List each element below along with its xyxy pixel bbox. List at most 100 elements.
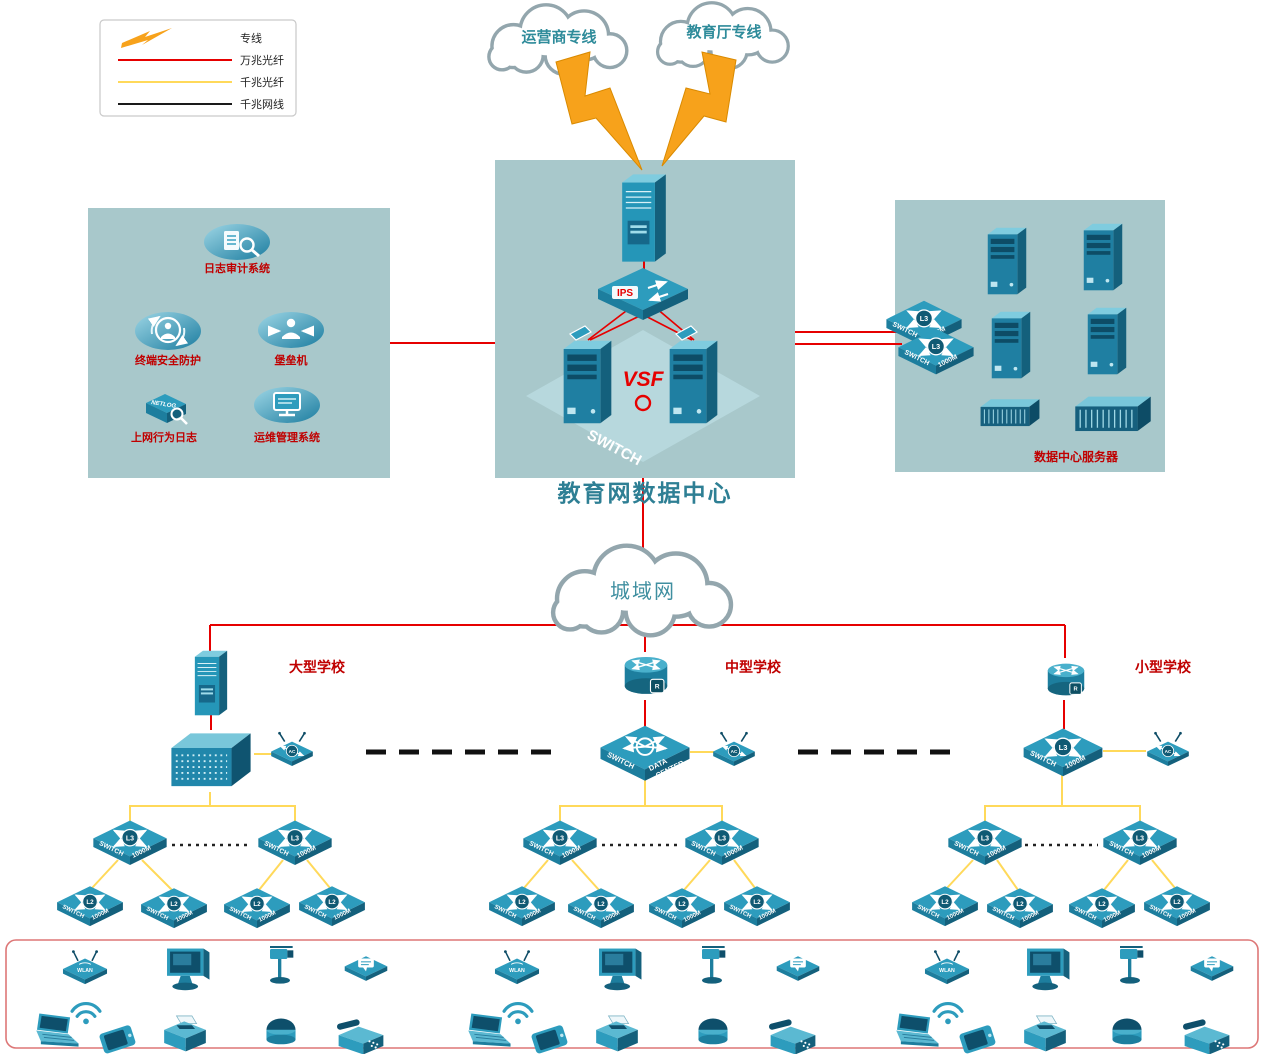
medium-school-router	[625, 657, 668, 694]
large-l2-switch-2	[141, 888, 207, 928]
legend: 专线 万兆光纤 千兆光纤 千兆网线	[99, 19, 297, 117]
wlan-ap-icon	[924, 949, 970, 985]
large-school-label: 大型学校	[289, 659, 346, 675]
s-l3a-l2-2	[996, 859, 1019, 891]
bastion-host-icon	[258, 312, 324, 348]
terminal-protection-label: 终端安全防护	[135, 353, 201, 367]
netlog-label: NETLOG	[151, 400, 177, 410]
log-audit-label: 日志审计系统	[204, 261, 270, 275]
datacenter-server-3	[991, 311, 1031, 379]
link-ips-server-left	[587, 307, 631, 341]
printer-icon	[1023, 1015, 1067, 1052]
small-l3-switch-1	[948, 820, 1021, 864]
small-l2-switch-4	[1144, 886, 1210, 926]
dome-camera-icon	[698, 1018, 728, 1045]
legend-label-1g-fiber: 千兆光纤	[240, 75, 284, 89]
large-l2-switch-3	[224, 888, 290, 928]
smartphone-icon	[958, 1024, 997, 1054]
copper-links	[172, 749, 1098, 847]
voice-device-icon	[1190, 955, 1234, 982]
isp-cloud-label: 运营商专线	[521, 28, 596, 46]
small-l3-switch-2	[1103, 820, 1176, 864]
smartphone-icon	[530, 1024, 569, 1054]
datacenter-firewall	[621, 173, 667, 263]
lightning-bolt-isp	[555, 51, 643, 171]
link-medium-core-l3a	[559, 780, 646, 822]
netlog-device-icon: NETLOG	[146, 394, 188, 425]
small-school-router	[1048, 664, 1084, 696]
datacenter-server-4	[1087, 307, 1127, 375]
server-tag-right	[675, 325, 698, 341]
link-small-core-l3a	[984, 768, 1063, 822]
s-l3b-l2-4	[1151, 859, 1176, 889]
legend-label-dedicated: 专线	[240, 31, 262, 45]
endpoint-devices-group-1	[35, 945, 388, 1054]
medium-school-label: 中型学校	[725, 659, 782, 675]
medium-school-core-switch	[600, 726, 689, 781]
small-school-label: 小型学校	[1135, 659, 1192, 675]
l3a-l2-1	[91, 859, 119, 889]
terminal-protection-icon	[135, 312, 201, 350]
large-l3-switch-2	[258, 820, 331, 864]
legend-box	[99, 19, 297, 117]
s-l3b-l2-3	[1103, 859, 1129, 891]
desktop-icon	[599, 948, 642, 991]
ips-device: IPS	[598, 268, 688, 320]
1g-fiber-links	[91, 750, 1176, 891]
legend-lightning-icon	[121, 28, 172, 48]
wifi-signal-icon	[932, 1001, 964, 1026]
endpoint-devices-group-3	[895, 945, 1234, 1054]
datacenter-server-2	[1083, 223, 1123, 291]
printer-icon	[163, 1015, 207, 1052]
link-medium-core-l3b	[645, 805, 723, 822]
lightning-bolt-edu	[661, 51, 737, 167]
s-l3a-l2-1	[946, 859, 974, 889]
desktop-icon	[167, 948, 210, 991]
vsf-link-ring	[634, 394, 652, 412]
server-rack-2	[1074, 395, 1152, 432]
smartphone-icon	[98, 1024, 137, 1054]
medium-l2-switch-1	[489, 886, 555, 926]
endpoint-devices-box	[5, 939, 1259, 1049]
voice-device-icon	[776, 955, 820, 982]
small-school-core-switch	[1024, 729, 1103, 777]
printer-icon	[595, 1015, 639, 1052]
ptz-camera-icon	[700, 945, 727, 985]
small-l2-switch-2	[987, 888, 1053, 928]
wifi-signal-icon	[502, 1001, 534, 1026]
ops-management-label: 运维管理系统	[254, 430, 320, 444]
core-server-left	[563, 340, 612, 424]
datacenter-title: 教育网数据中心	[558, 480, 733, 506]
vsf-label: VSF	[623, 368, 665, 391]
m-l3b-l2-3	[683, 859, 711, 891]
medium-l3-switch-2	[685, 820, 758, 864]
large-l2-switch-4	[299, 886, 365, 926]
large-school: 大型学校	[57, 650, 365, 928]
large-l3-switch-1	[93, 820, 166, 864]
medium-l2-switch-3	[649, 888, 715, 928]
large-school-core-switch	[170, 732, 252, 788]
l3b-l2-4	[306, 859, 331, 889]
wlan-ap-icon	[62, 949, 108, 985]
core-server-right	[669, 340, 718, 424]
large-l2-switch-1	[57, 886, 123, 926]
ptz-camera-icon	[268, 945, 295, 985]
ptz-camera-icon	[1118, 945, 1145, 985]
medium-l2-switch-4	[724, 886, 790, 926]
server-tag-left	[569, 325, 592, 341]
small-school-ac	[1147, 732, 1189, 766]
desktop-icon	[1027, 948, 1070, 991]
link-large-core-l3b	[210, 805, 296, 822]
bastion-host-label: 堡垒机	[275, 353, 308, 367]
server-zone-label: 数据中心服务器	[1034, 449, 1119, 464]
dome-camera-icon	[1112, 1018, 1142, 1045]
m-l3a-l2-1	[523, 859, 549, 889]
medium-school-ac	[713, 732, 755, 766]
medium-l2-switch-2	[568, 888, 634, 928]
m-l3b-l2-4	[733, 859, 756, 889]
medium-school: 中型学校	[489, 657, 790, 928]
large-school-ac	[271, 732, 313, 766]
man-cloud-label: 城域网	[610, 580, 676, 603]
l3a-l2-2	[141, 859, 173, 891]
